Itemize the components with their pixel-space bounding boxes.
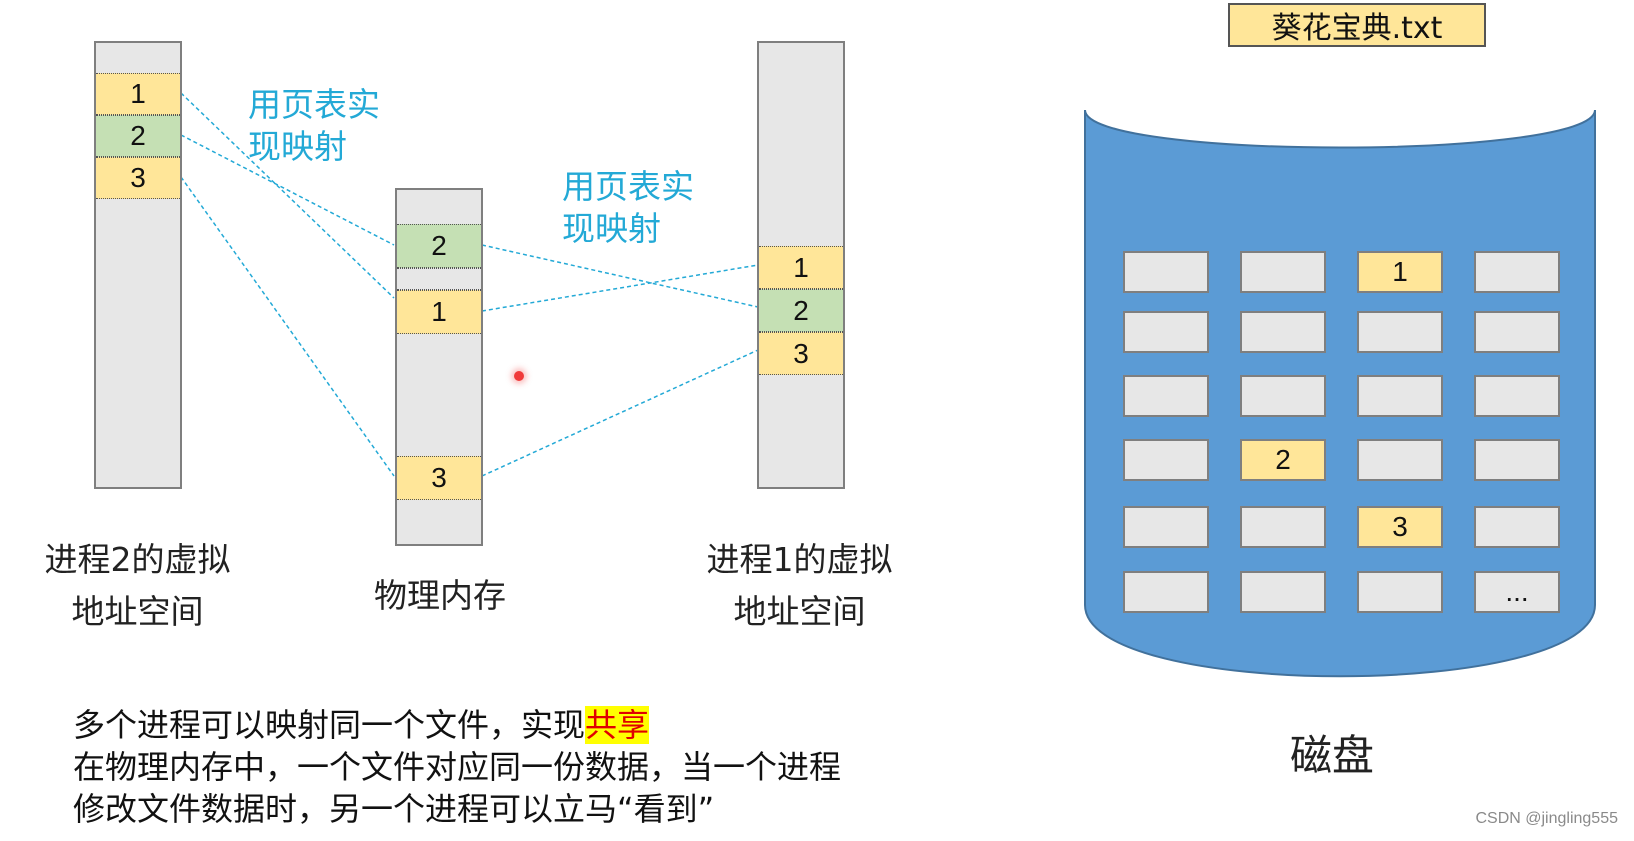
- physical-page-1: 1: [397, 290, 481, 334]
- disk-block-r6-c3: [1357, 571, 1443, 613]
- link-p2-page3-to-mem: [180, 176, 395, 477]
- summary-line-2: 在物理内存中，一个文件对应同一份数据，当一个进程: [73, 748, 842, 786]
- disk-label: 磁盘: [1290, 731, 1375, 780]
- disk-block-r5-c4: [1474, 506, 1560, 548]
- process2-page-2: 2: [96, 115, 180, 157]
- disk-block-r2-c4: [1474, 311, 1560, 353]
- process2-address-space: 1 2 3: [94, 41, 182, 489]
- file-name-tag: 葵花宝典.txt: [1228, 3, 1486, 47]
- link-mem-page3-to-p1: [481, 349, 759, 477]
- disk-block-r4-c3: [1357, 439, 1443, 481]
- process2-page-3: 3: [96, 157, 180, 199]
- process1-page-1: 1: [759, 246, 843, 289]
- summary-line-1: 多个进程可以映射同一个文件，实现共享: [73, 706, 650, 744]
- process1-page-3: 3: [759, 332, 843, 375]
- link-mem-page2-to-p1: [481, 244, 759, 308]
- disk-block-r5-c3: 3: [1357, 506, 1443, 548]
- link-mem-page1-to-p1: [481, 264, 759, 312]
- process2-page-1: 1: [96, 73, 180, 115]
- mapping-note-right: 用页表实 现映射: [562, 167, 694, 248]
- summary-line-3: 修改文件数据时，另一个进程可以立马“看到”: [73, 790, 715, 828]
- link-p2-page2-to-mem: [180, 134, 395, 246]
- disk-block-r5-c1: [1123, 506, 1209, 548]
- disk-cylinder: [1084, 109, 1596, 678]
- disk-block-r6-c2: [1240, 571, 1326, 613]
- watermark: CSDN @jingling555: [1475, 810, 1618, 827]
- disk-block-r1-c3: 1: [1357, 251, 1443, 293]
- share-highlight: 共享: [585, 706, 650, 744]
- mapping-note-left: 用页表实 现映射: [248, 85, 380, 166]
- disk-block-r6-c1: [1123, 571, 1209, 613]
- disk-block-r4-c1: [1123, 439, 1209, 481]
- disk-block-r2-c1: [1123, 311, 1209, 353]
- disk-block-r4-c4: [1474, 439, 1560, 481]
- process1-page-2: 2: [759, 289, 843, 332]
- process1-address-space: 1 2 3: [757, 41, 845, 489]
- physical-memory-label: 物理内存: [374, 576, 506, 615]
- disk-block-r4-c2: 2: [1240, 439, 1326, 481]
- pointer-cursor: [514, 371, 524, 381]
- physical-page-3: 3: [397, 456, 481, 500]
- disk-block-r5-c2: [1240, 506, 1326, 548]
- disk-block-r3-c2: [1240, 375, 1326, 417]
- disk-block-r3-c1: [1123, 375, 1209, 417]
- physical-memory: 2 1 3: [395, 188, 483, 546]
- disk-block-r1-c4: [1474, 251, 1560, 293]
- link-p2-page1-to-mem: [180, 92, 395, 299]
- physical-free-slot: [397, 268, 481, 290]
- summary-text: 多个进程可以映射同一个文件，实现共享 在物理内存中，一个文件对应同一份数据，当一…: [73, 704, 841, 830]
- physical-page-2: 2: [397, 224, 481, 268]
- process1-label: 进程1的虚拟 地址空间: [706, 540, 893, 631]
- disk-block-r1-c1: [1123, 251, 1209, 293]
- disk-block-r2-c3: [1357, 311, 1443, 353]
- disk-block-r1-c2: [1240, 251, 1326, 293]
- disk-block-r2-c2: [1240, 311, 1326, 353]
- disk-block-r3-c3: [1357, 375, 1443, 417]
- disk-block-r3-c4: [1474, 375, 1560, 417]
- process2-label: 进程2的虚拟 地址空间: [44, 540, 231, 631]
- disk-block-r6-c4: ...: [1474, 571, 1560, 613]
